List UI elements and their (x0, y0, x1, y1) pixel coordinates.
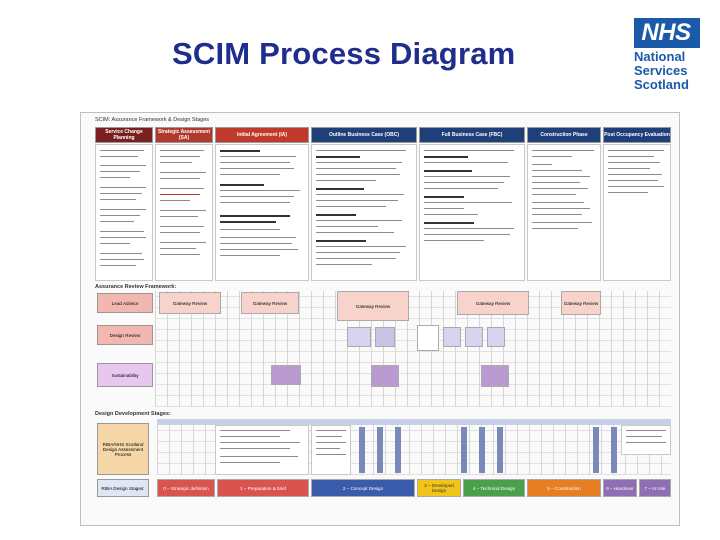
logo-line-1: National (634, 49, 686, 64)
riba-stage-bar: 7 – In Use (639, 479, 671, 497)
stage-stripe (395, 427, 401, 473)
stage-stripe (377, 427, 383, 473)
phase-header: Full Business Case (FBC) (419, 127, 525, 143)
design-header-strip (157, 419, 671, 425)
logo-line-3: Scotland (634, 77, 689, 92)
assurance-title: Assurance Review Framework: (95, 284, 177, 290)
design-review-box (417, 325, 439, 351)
design-review-box (375, 327, 395, 347)
phase-header: Strategic Assessment (SA) (155, 127, 213, 143)
diagram-top-title: SCIM: Assurance Framework & Design Stage… (95, 117, 210, 123)
design-review-box (347, 327, 371, 347)
design-text-block (311, 425, 351, 475)
phase-column (527, 144, 601, 281)
nhs-logo: NHS National Services Scotland (634, 18, 700, 92)
design-review-box (487, 327, 505, 347)
process-diagram: SCIM: Assurance Framework & Design Stage… (80, 112, 680, 526)
gateway-review-bar: Gateway Review (159, 292, 221, 314)
gateway-review-bar: Gateway Review (457, 291, 529, 315)
design-row-label: RIBA/NHS Scotland Design Assessment Proc… (97, 423, 149, 475)
riba-stage-bar: 2 – Concept Design (311, 479, 415, 497)
assurance-row-label: Sustainability (97, 363, 153, 387)
stage-stripe (593, 427, 599, 473)
riba-stage-bar: 6 – Handover (603, 479, 637, 497)
phase-column (419, 144, 525, 281)
assurance-row-label: Design Review (97, 325, 153, 345)
stage-stripe (611, 427, 617, 473)
phase-column (95, 144, 153, 281)
riba-stage-bar: 1 – Preparation & brief (217, 479, 309, 497)
logo-line-2: Services (634, 63, 688, 78)
stage-stripe (359, 427, 365, 473)
phase-column (155, 144, 213, 281)
riba-stage-bar: 3 – Developed Design (417, 479, 461, 497)
design-review-box (465, 327, 483, 347)
design-row-label: RIBA Design Stages: (97, 479, 149, 497)
logo-brand: NHS (634, 18, 700, 48)
phase-header: Initial Agreement (IA) (215, 127, 309, 143)
phase-header: Construction Phase (527, 127, 601, 143)
phase-column (215, 144, 309, 281)
design-review-box (443, 327, 461, 347)
gateway-review-bar: Gateway Review (241, 292, 299, 314)
phase-header: Post Occupancy Evaluation (603, 127, 671, 143)
stage-stripe (479, 427, 485, 473)
gateway-review-bar: Gateway Review (337, 291, 409, 321)
stage-stripe (497, 427, 503, 473)
design-text-block (621, 425, 671, 455)
phase-column (603, 144, 671, 281)
assurance-row-label: Lead Advisor (97, 293, 153, 313)
design-text-block (215, 425, 309, 475)
sustainability-box (271, 365, 301, 385)
phase-header: Outline Business Case (OBC) (311, 127, 417, 143)
gateway-review-bar: Gateway Review (561, 291, 601, 315)
slide-title: SCIM Process Diagram (172, 36, 516, 71)
riba-stage-bar: 4 – Technical Design (463, 479, 525, 497)
sustainability-box (481, 365, 509, 387)
stage-stripe (461, 427, 467, 473)
sustainability-box (371, 365, 399, 387)
phase-header: Service Change Planning (95, 127, 153, 143)
riba-stage-bar: 0 – Strategic definition (157, 479, 215, 497)
phase-column (311, 144, 417, 281)
design-title: Design Development Stages: (95, 411, 171, 417)
riba-stage-bar: 5 – Construction (527, 479, 601, 497)
